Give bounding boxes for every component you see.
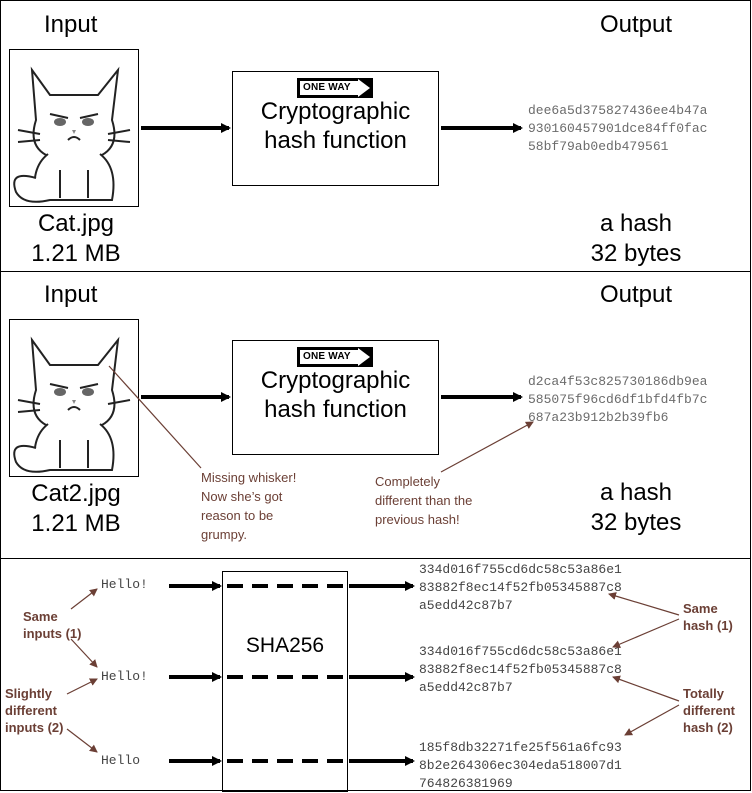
panel1-arrows — [141, 123, 523, 133]
panel-cat2-hash: Input Output Cat2.jpg 1.21 MB — [0, 271, 751, 559]
input-text-2: Hello! — [101, 669, 148, 684]
hash-line: 8b2e264306ec304eda518007d1 — [419, 758, 622, 773]
cat-image — [9, 49, 139, 207]
panel-cat-hash: Input Output Cat.jpg 1.21 MB — [0, 0, 751, 272]
same-hash-note: Same hash (1) — [683, 600, 733, 634]
cat-image — [9, 319, 139, 477]
different-hash-note: Completely different than the previous h… — [375, 472, 472, 529]
pointer-same-inputs-1 — [70, 588, 98, 610]
note-line: Slightly — [5, 686, 52, 701]
hash-line: a5edd42c87b7 — [419, 598, 513, 613]
hash-line: 764826381969 — [419, 776, 513, 791]
note-line: Same — [23, 609, 58, 624]
note-line: inputs (2) — [5, 720, 64, 735]
hash-line: a5edd42c87b7 — [419, 680, 513, 695]
input-text-1: Hello! — [101, 577, 148, 592]
pointer-same-hash-1 — [608, 592, 680, 616]
input-heading: Input — [44, 281, 98, 308]
hash-line: 58bf79ab0edb479561 — [528, 139, 669, 154]
output-heading: Output — [600, 281, 673, 308]
note-line: inputs (1) — [23, 626, 82, 641]
pointer-slightly-2 — [66, 728, 98, 753]
output-caption: a hash 32 bytes — [571, 478, 701, 538]
one-way-sign-text: ONE WAY — [303, 351, 351, 362]
hash-function-label: Cryptographic hash function — [233, 366, 438, 424]
hash-output-1: 334d016f755cd6dc58c53a86e1 83882f8ec14f52… — [419, 561, 622, 615]
note-line: different — [683, 703, 735, 718]
hash-line: 930160457901dce84ff0fac — [528, 121, 708, 136]
output-size: 32 bytes — [590, 240, 682, 267]
input-text-3: Hello — [101, 753, 141, 768]
hash-line: d2ca4f53c825730186db9ea — [528, 374, 708, 389]
different-pointer — [440, 421, 534, 473]
grumpy-cat-illustration — [13, 66, 131, 203]
output-heading: Output — [600, 11, 673, 38]
note-line: Totally — [683, 686, 724, 701]
one-way-sign-icon: ONE WAY — [297, 78, 373, 98]
hash-line: 185f8db32271fe25f561a6fc93 — [419, 740, 622, 755]
hash-line: 334d016f755cd6dc58c53a86e1 — [419, 562, 622, 577]
note-line: different — [5, 703, 57, 718]
note-line: hash (1) — [683, 618, 733, 633]
hash-output: dee6a5d375827436ee4b47a 930160457901dce84… — [528, 102, 707, 156]
totally-different-hash-note: Totally different hash (2) — [683, 685, 735, 736]
hash-line: dee6a5d375827436ee4b47a — [528, 103, 708, 118]
hash-output: d2ca4f53c825730186db9ea 585075f96cd6df1bf… — [528, 373, 707, 427]
output-label: a hash — [599, 210, 673, 237]
note-line: grumpy. — [201, 527, 247, 542]
hash-output-3: 185f8db32271fe25f561a6fc93 8b2e264306ec30… — [419, 739, 622, 793]
hash-function-box: ONE WAY Cryptographic hash function — [232, 71, 439, 186]
note-line: Now she’s got — [201, 489, 283, 504]
note-line: Missing whisker! — [201, 470, 297, 485]
file-size: 1.21 MB — [31, 510, 121, 537]
sha256-label: SHA256 — [245, 634, 325, 657]
pointer-same-hash-2 — [612, 618, 680, 648]
whisker-pointer — [108, 365, 202, 469]
file-name: Cat.jpg — [37, 210, 115, 237]
hash-line: 83882f8ec14f52fb05345887c8 — [419, 580, 622, 595]
hash-function-label-line1: Cryptographic — [260, 367, 411, 394]
pointer-slightly-1 — [66, 678, 98, 695]
pointer-totally-1 — [612, 675, 680, 702]
output-label: a hash — [599, 479, 673, 506]
grumpy-cat-missing-whisker-illustration — [13, 336, 131, 473]
slightly-different-inputs-note: Slightly different inputs (2) — [5, 685, 64, 736]
note-line: Completely — [375, 474, 441, 489]
note-line: reason to be — [201, 508, 274, 523]
pointer-totally-2 — [624, 704, 680, 736]
file-caption: Cat2.jpg 1.21 MB — [1, 479, 151, 539]
note-line: previous hash! — [375, 512, 460, 527]
hash-function-label-line2: hash function — [264, 396, 407, 423]
output-caption: a hash 32 bytes — [571, 209, 701, 269]
file-size: 1.21 MB — [31, 240, 121, 267]
hash-output-2: 334d016f755cd6dc58c53a86e1 83882f8ec14f52… — [419, 643, 622, 697]
file-caption: Cat.jpg 1.21 MB — [1, 209, 151, 269]
same-inputs-note: Same inputs (1) — [23, 608, 82, 642]
one-way-sign-icon: ONE WAY — [297, 347, 373, 367]
hash-line: 83882f8ec14f52fb05345887c8 — [419, 662, 622, 677]
missing-whisker-note: Missing whisker! Now she’s got reason to… — [201, 468, 296, 544]
hash-function-label-line1: Cryptographic — [260, 98, 411, 125]
file-name: Cat2.jpg — [31, 480, 121, 507]
hash-function-label: Cryptographic hash function — [233, 97, 438, 155]
hash-function-box: ONE WAY Cryptographic hash function — [232, 340, 439, 455]
input-heading: Input — [44, 11, 98, 38]
panel2-arrows — [108, 365, 534, 473]
panel3-arrows — [66, 581, 680, 766]
note-line: Same — [683, 601, 718, 616]
hash-line: 687a23b912b2b39fb6 — [528, 410, 669, 425]
note-line: hash (2) — [683, 720, 733, 735]
hash-function-label-line2: hash function — [264, 127, 407, 154]
note-line: different than the — [375, 493, 473, 508]
panel-sha256: SHA256 Hello! Hello! Hello 334d016f755cd… — [0, 558, 751, 793]
hash-line: 585075f96cd6df1bfd4fb7c — [528, 392, 708, 407]
output-size: 32 bytes — [590, 509, 682, 536]
pointer-same-inputs-2 — [70, 638, 98, 668]
hash-line: 334d016f755cd6dc58c53a86e1 — [419, 644, 622, 659]
one-way-sign-text: ONE WAY — [303, 82, 351, 93]
